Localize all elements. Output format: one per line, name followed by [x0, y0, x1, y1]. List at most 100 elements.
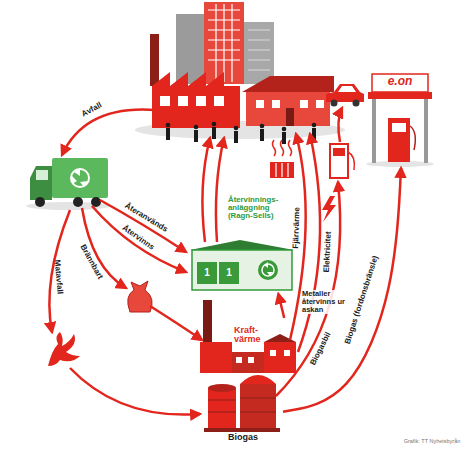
flow-arrow [278, 294, 284, 318]
fuel-station [372, 74, 428, 92]
recycling-facility [197, 262, 217, 284]
garbage-truck [26, 158, 110, 210]
chp-plant [232, 352, 264, 373]
people-figures [166, 122, 317, 144]
city-illustration [272, 100, 280, 108]
gas-pump [333, 148, 345, 156]
chp-plant-box: Kraft- värme [198, 318, 296, 373]
people-figures [194, 130, 198, 142]
city-illustration [150, 34, 159, 86]
biogas-plant [208, 388, 236, 428]
chp-plant [200, 342, 232, 373]
chp-plant [236, 357, 242, 363]
car [353, 100, 360, 107]
city-illustration [178, 96, 188, 106]
flow-arrow [202, 138, 210, 242]
fuel-station [410, 126, 415, 150]
flow-label: Brännbart [78, 243, 104, 281]
car [326, 84, 364, 107]
chp-plant [264, 342, 296, 373]
garbage-truck [35, 197, 45, 207]
city-illustration [248, 30, 270, 70]
chp-plant [248, 357, 254, 363]
garbage-truck [91, 197, 101, 207]
gas-pump [348, 152, 354, 170]
bin-number: 1 [226, 268, 232, 279]
city-illustration [208, 4, 240, 82]
flow-arrow [49, 210, 70, 332]
people-figures [260, 129, 264, 141]
city-illustration [246, 92, 330, 126]
garbage-truck [30, 166, 52, 200]
car [331, 100, 338, 107]
city-illustration [300, 100, 308, 108]
city-illustration [242, 76, 334, 92]
recycling-facility [264, 262, 273, 276]
city-illustration [244, 22, 274, 84]
recycling-facility [190, 240, 294, 290]
biogas-plant [240, 384, 276, 428]
fuel-station [368, 92, 432, 99]
car [326, 84, 364, 102]
chp-plant [284, 350, 290, 356]
city-illustration [176, 14, 206, 84]
people-figures [312, 123, 317, 128]
flow-arrow [49, 108, 342, 415]
people-figures [212, 122, 217, 127]
chp-plant [270, 350, 276, 356]
node-label: Återvinnings- anläggning (Ragn-Sells) [228, 196, 290, 221]
fuel-station-box: e.on [370, 70, 432, 168]
node-label: Biogas [213, 433, 273, 442]
chp-plant [200, 300, 296, 373]
lightning-symbol [322, 196, 336, 222]
biogas-plant [208, 398, 276, 412]
recycling-facility [219, 262, 239, 284]
people-figures [282, 127, 287, 132]
bin-number: 1 [204, 268, 210, 279]
recycling-facility-box: Återvinnings- anläggning (Ragn-Sells) [186, 192, 296, 294]
people-figures [166, 128, 170, 140]
banana-peel [48, 332, 80, 366]
edge-label: Biogas (fordonsbränsle) [344, 255, 381, 346]
people-figures [234, 131, 238, 143]
node-label: Kraft- värme [234, 326, 268, 345]
radiator-symbol [276, 163, 288, 177]
flow-arrow [338, 108, 342, 142]
flow-arrow [298, 134, 320, 352]
fuel-station [388, 118, 410, 162]
garbage-truck [52, 158, 108, 198]
biogas-plant [204, 428, 280, 432]
node-label: e.on [372, 75, 428, 88]
credit-text: Grafik: TT Nyhetsbyrån [404, 439, 461, 445]
biogas-plant-box: Biogas [203, 370, 283, 446]
gas-pump [330, 144, 354, 178]
biogas-plant [204, 375, 280, 432]
city-illustration [196, 96, 206, 106]
flow-arrow [150, 306, 202, 340]
radiator-symbol [270, 140, 294, 178]
gas-pump [330, 144, 348, 178]
flow-arrow [216, 138, 224, 242]
people-figures [166, 123, 171, 128]
flow-label: Elektricitet [323, 231, 334, 272]
car [338, 86, 356, 92]
flow-label: Biogasbil [309, 331, 333, 367]
people-figures [260, 124, 265, 129]
city-illustration [204, 2, 244, 84]
city-illustration [286, 108, 294, 126]
radiator-symbol [270, 162, 294, 178]
people-figures [282, 132, 286, 144]
city-illustration [152, 72, 240, 128]
city-illustration [135, 2, 345, 139]
fuel-station [392, 123, 406, 132]
banana-peel [48, 332, 80, 366]
people-figures [194, 125, 199, 130]
flow-label: Återvinns [120, 224, 155, 252]
flow-arrow [283, 168, 401, 412]
